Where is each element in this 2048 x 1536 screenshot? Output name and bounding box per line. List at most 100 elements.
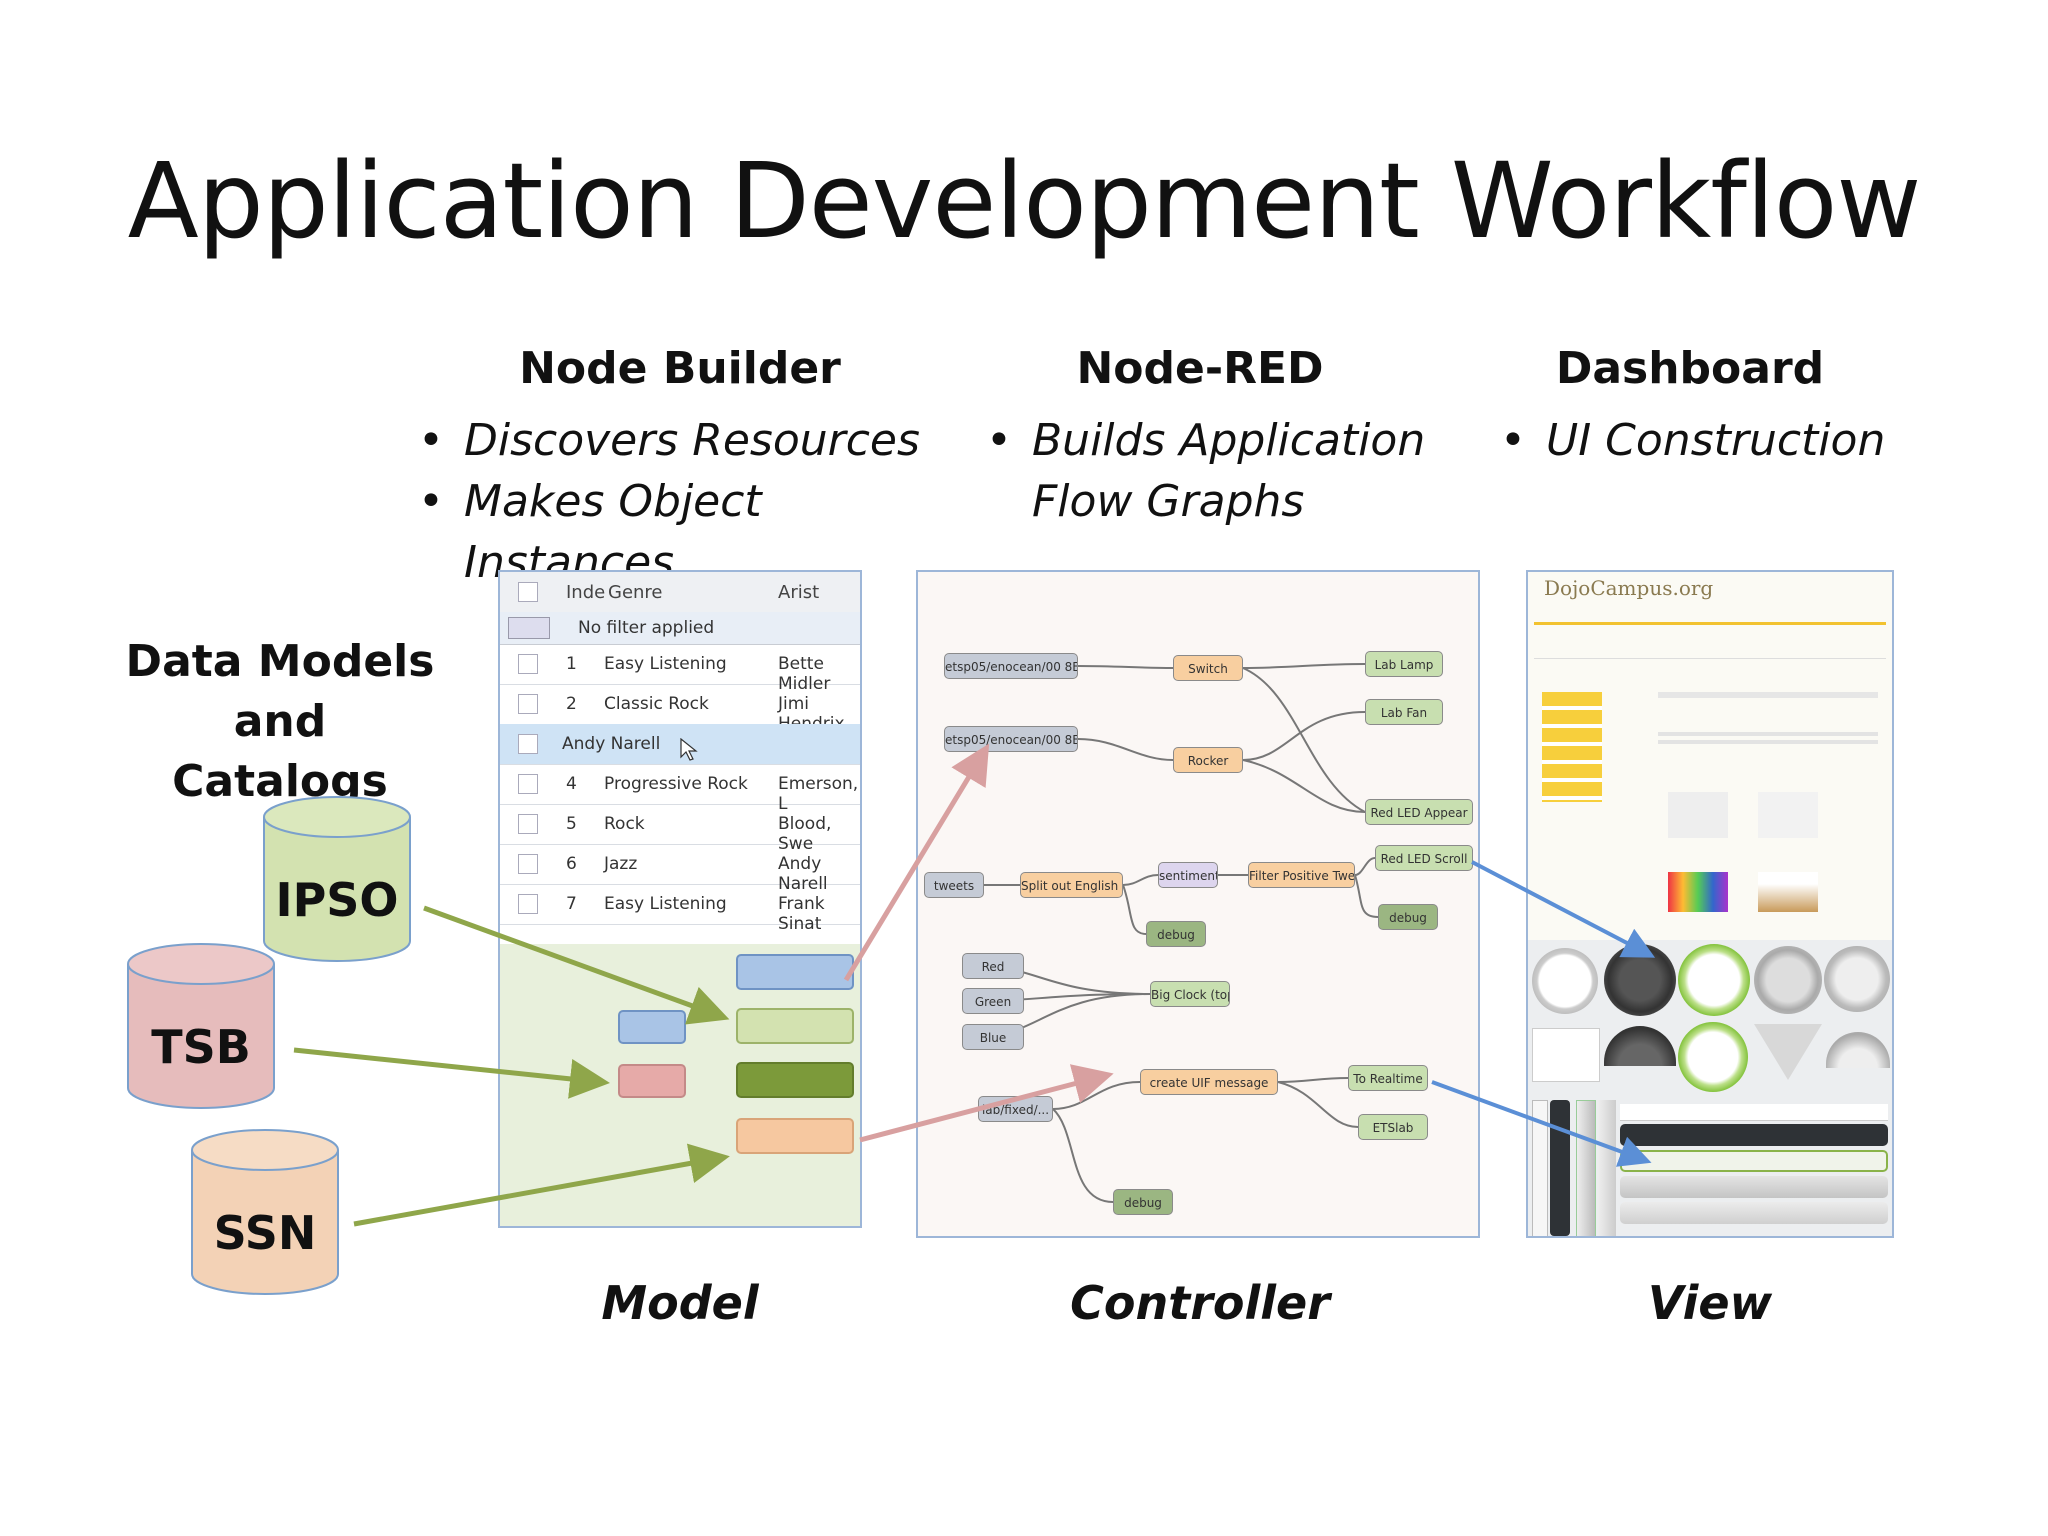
dojo-site-preview: DojoCampus.org xyxy=(1528,572,1892,940)
filter-status: No filter applied xyxy=(578,618,715,638)
table-row-group[interactable]: Andy Narell xyxy=(500,724,860,765)
row-index: 4 xyxy=(566,774,577,794)
filter-icon[interactable] xyxy=(508,617,550,639)
table-row[interactable]: 1 Easy Listening Bette Midler xyxy=(500,644,860,694)
tsb-database: TSB xyxy=(126,942,276,1110)
flow-node-lab-lamp[interactable]: Lab Lamp xyxy=(1365,651,1443,677)
model-label: Model xyxy=(601,1276,759,1330)
row-artist: Frank Sinat xyxy=(778,894,825,934)
dojo-text-line xyxy=(1658,692,1878,698)
row-checkbox[interactable] xyxy=(518,694,538,714)
dojo-chart-thumbnail[interactable] xyxy=(1668,872,1728,912)
object-instance-orange[interactable] xyxy=(736,1118,854,1154)
controller-label: Controller xyxy=(1070,1276,1330,1330)
table-row[interactable]: 7 Easy Listening Frank Sinat xyxy=(500,884,860,934)
dojo-site-title: DojoCampus.org xyxy=(1544,576,1714,600)
ssn-database: SSN xyxy=(190,1128,340,1296)
fan-gauge xyxy=(1754,1024,1822,1080)
database-icon xyxy=(191,1129,339,1295)
mouse-cursor-icon xyxy=(680,738,698,761)
object-instance-pink[interactable] xyxy=(618,1064,686,1098)
bullet-discovers-resources: Discovers Resources xyxy=(418,410,978,471)
database-icon xyxy=(127,943,275,1109)
gauge-green-2 xyxy=(1678,1022,1748,1092)
tsb-label: TSB xyxy=(151,1020,251,1074)
flow-node-to-realtime[interactable]: To Realtime xyxy=(1348,1065,1428,1091)
row-checkbox[interactable] xyxy=(518,654,538,674)
flow-wires xyxy=(977,663,1379,1203)
flow-node-enocean-1[interactable]: etsp05/enocean/00 8B FA E2 xyxy=(944,653,1078,679)
ipso-label: IPSO xyxy=(275,873,399,927)
flow-node-blue[interactable]: Blue xyxy=(962,1024,1024,1050)
flow-node-sentiment[interactable]: sentiment xyxy=(1158,862,1218,888)
row-checkbox[interactable] xyxy=(518,734,538,754)
row-artist: Bette Midler xyxy=(778,654,831,694)
dojo-header-bar xyxy=(1534,622,1886,625)
grid-col-index[interactable]: Inde xyxy=(566,582,606,603)
table-row[interactable]: 5 Rock Blood, Swe xyxy=(500,804,860,854)
flow-node-lab-fixed[interactable]: lab/fixed/... xyxy=(978,1096,1053,1122)
flow-node-lab-fan[interactable]: Lab Fan xyxy=(1365,699,1443,725)
row-checkbox[interactable] xyxy=(518,854,538,874)
grid-col-artist[interactable]: Arist xyxy=(778,582,820,603)
object-instance-light-green[interactable] xyxy=(736,1008,854,1044)
gauge-green xyxy=(1678,944,1750,1016)
horizontal-scale xyxy=(1620,1104,1888,1121)
row-genre: Easy Listening xyxy=(604,894,727,914)
flow-node-create-uif[interactable]: create UIF message xyxy=(1140,1069,1278,1095)
vertical-bar-dark xyxy=(1550,1100,1570,1236)
object-instance-blue-small[interactable] xyxy=(618,1010,686,1044)
ipso-database: IPSO xyxy=(262,795,412,963)
object-instance-blue[interactable] xyxy=(736,954,854,990)
row-group-label: Andy Narell xyxy=(562,734,661,754)
dojo-thumbnail[interactable] xyxy=(1668,792,1728,838)
row-genre: Jazz xyxy=(604,854,638,874)
flow-node-enocean-2[interactable]: etsp05/enocean/00 8B 76 EB xyxy=(944,726,1078,752)
flow-node-etslab[interactable]: ETSlab xyxy=(1358,1114,1428,1140)
filter-bar: No filter applied xyxy=(500,612,860,645)
row-index: 1 xyxy=(566,654,577,674)
bullet-ui-construction: UI Construction xyxy=(1500,410,2000,471)
row-checkbox[interactable] xyxy=(518,814,538,834)
grid-col-genre[interactable]: Genre xyxy=(608,582,663,603)
dojo-chart-thumbnail[interactable] xyxy=(1758,872,1818,912)
horizontal-bar-grey xyxy=(1620,1176,1888,1198)
flow-node-split-tweets[interactable]: Split out English tweets xyxy=(1020,872,1123,898)
flow-node-debug[interactable]: debug xyxy=(1113,1189,1173,1215)
object-instance-dark-green[interactable] xyxy=(736,1062,854,1098)
dojo-thumbnail[interactable] xyxy=(1758,792,1818,838)
select-all-checkbox[interactable] xyxy=(518,582,538,602)
flow-node-green[interactable]: Green xyxy=(962,988,1024,1014)
semi-gauge-dark xyxy=(1604,1026,1676,1066)
gauge-light xyxy=(1532,948,1598,1014)
flow-node-red-led-appear[interactable]: Red LED Appear xyxy=(1365,799,1473,825)
row-genre: Easy Listening xyxy=(604,654,727,674)
dojo-sidebar-menu[interactable] xyxy=(1542,692,1602,802)
database-icon xyxy=(263,796,411,962)
dashboard-bullets: UI Construction xyxy=(1500,410,2000,471)
row-artist: Andy Narell xyxy=(778,854,828,894)
vertical-scale xyxy=(1532,1100,1548,1236)
flow-node-debug[interactable]: debug xyxy=(1378,904,1438,930)
horizontal-bar-green xyxy=(1620,1150,1888,1172)
gauge-grey xyxy=(1824,946,1890,1012)
flow-node-big-clock[interactable]: Big Clock (top) xyxy=(1150,981,1230,1007)
flow-node-tweets[interactable]: tweets xyxy=(924,872,984,898)
table-row[interactable]: 4 Progressive Rock Emerson, L xyxy=(500,764,860,814)
flow-node-debug[interactable]: debug xyxy=(1146,921,1206,947)
flow-node-filter-positive[interactable]: Filter Positive Tweets xyxy=(1248,862,1355,888)
table-row[interactable]: 2 Classic Rock Jimi Hendrix xyxy=(500,684,860,734)
row-checkbox[interactable] xyxy=(518,774,538,794)
flow-node-red[interactable]: Red xyxy=(962,953,1024,979)
row-artist: Blood, Swe xyxy=(778,814,832,854)
flow-node-red-led-scroll[interactable]: Red LED Scroll xyxy=(1375,845,1473,871)
table-row[interactable]: 6 Jazz Andy Narell xyxy=(500,844,860,894)
row-artist: Emerson, L xyxy=(778,774,859,814)
row-checkbox[interactable] xyxy=(518,894,538,914)
flow-node-switch[interactable]: Switch xyxy=(1173,655,1243,681)
data-models-line1: Data Models xyxy=(125,636,435,687)
node-builder-heading: Node Builder xyxy=(519,343,841,394)
flow-node-rocker[interactable]: Rocker xyxy=(1173,747,1243,773)
node-red-heading: Node-RED xyxy=(1076,343,1324,394)
row-index: 7 xyxy=(566,894,577,914)
